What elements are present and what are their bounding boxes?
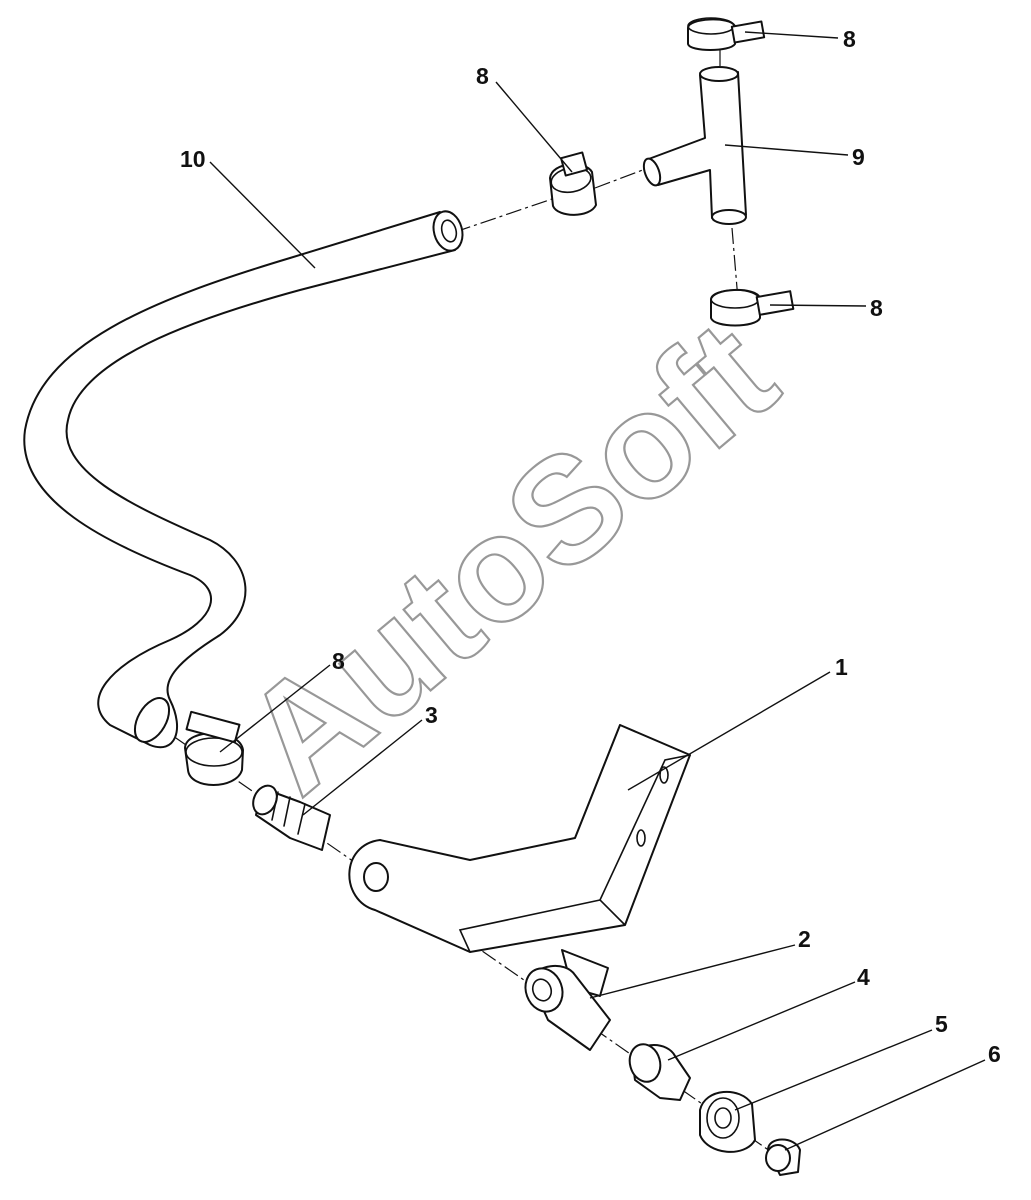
leader-8-right xyxy=(769,304,867,307)
callout-10: 10 xyxy=(180,146,206,172)
leader-8-top xyxy=(744,31,839,39)
hose-part-10 xyxy=(23,210,464,749)
hose-clamp-lower xyxy=(184,710,244,786)
callout-1: 1 xyxy=(835,654,848,680)
callout-8-middle: 8 xyxy=(476,63,489,89)
hose-clamp-top xyxy=(687,17,766,51)
leader-4 xyxy=(667,981,856,1061)
leader-8-lower xyxy=(219,664,331,753)
leader-10 xyxy=(209,161,316,269)
leader-6 xyxy=(784,1059,986,1151)
leader-5 xyxy=(734,1029,933,1111)
nut-part-5 xyxy=(699,1090,756,1153)
axis-tee-bottom xyxy=(731,227,739,301)
callout-2: 2 xyxy=(798,926,811,952)
bracket-part-1 xyxy=(348,724,691,953)
leader-1 xyxy=(627,671,831,791)
leader-9 xyxy=(724,144,849,156)
tee-fitting-part-9 xyxy=(642,66,747,225)
callout-9: 9 xyxy=(852,144,865,170)
fitting-part-2 xyxy=(524,949,611,1051)
callout-8-lower: 8 xyxy=(332,648,345,674)
leader-2 xyxy=(589,944,796,999)
hose-clamp-right xyxy=(710,288,795,327)
callout-4: 4 xyxy=(857,964,870,990)
callout-6: 6 xyxy=(988,1041,1001,1067)
callout-5: 5 xyxy=(935,1011,948,1037)
callout-3: 3 xyxy=(425,702,438,728)
callout-8-top: 8 xyxy=(843,26,856,52)
leader-8-middle xyxy=(495,81,573,173)
hose-connector-part-3 xyxy=(252,784,331,851)
watermark: AutoSoft xyxy=(213,289,806,825)
axis-hose-to-clamp xyxy=(454,197,556,233)
cap-part-6 xyxy=(765,1138,801,1176)
nipple-part-4 xyxy=(628,1043,691,1101)
hose-clamp-middle xyxy=(549,151,597,216)
callout-8-right: 8 xyxy=(870,295,883,321)
leader-3 xyxy=(302,719,423,816)
axis-clamp-to-tee xyxy=(594,167,649,189)
